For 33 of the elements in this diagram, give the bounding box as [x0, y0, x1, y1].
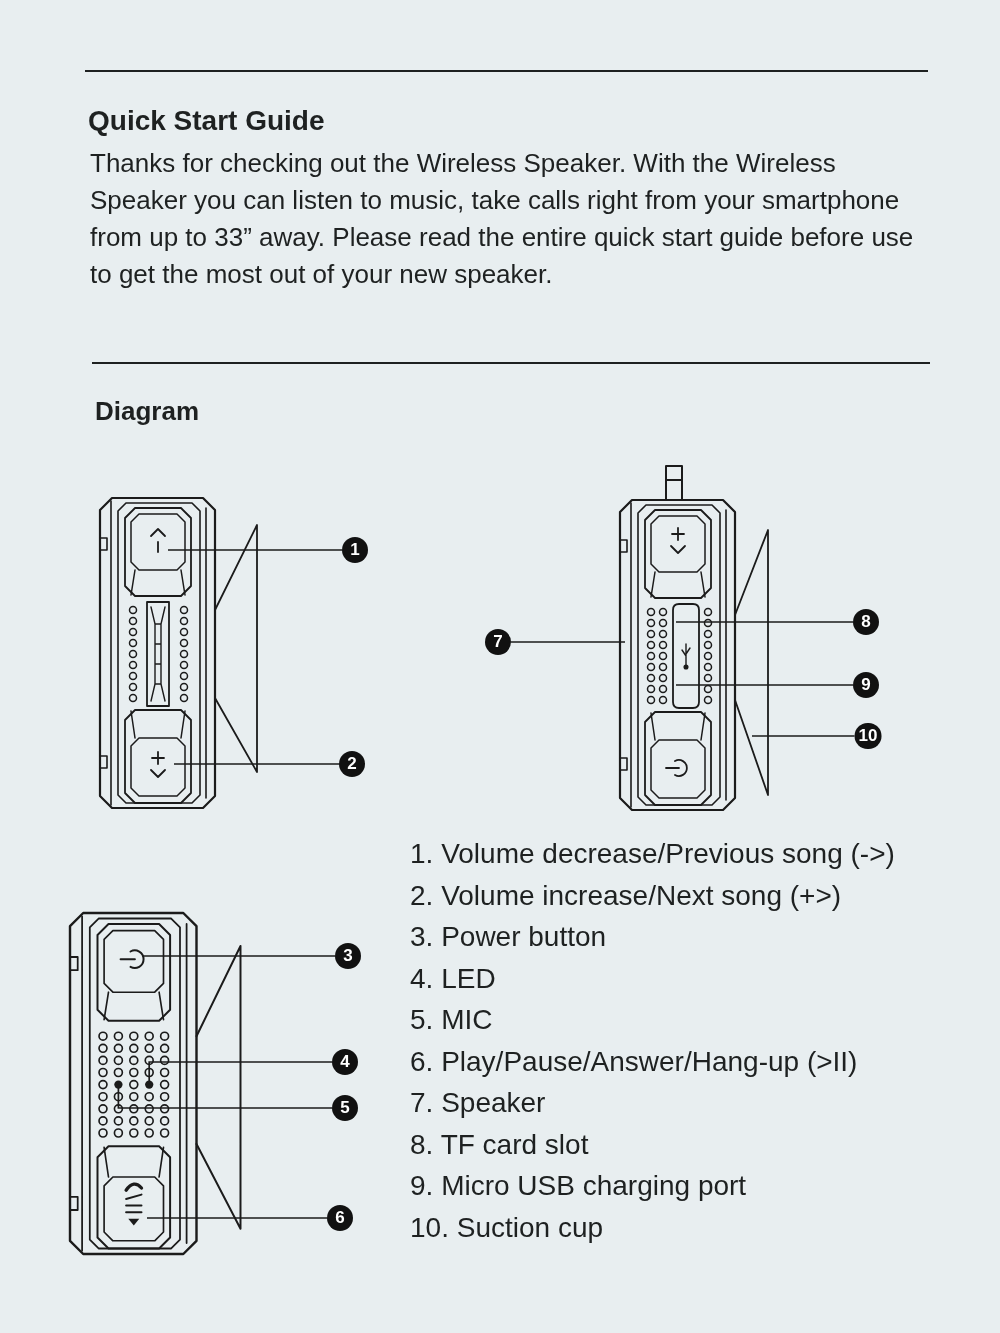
callout-number: 8 [853, 609, 879, 635]
leader-line [510, 641, 626, 643]
callout-number: 2 [339, 751, 365, 777]
parts-list-item: 2. Volume increase/Next song (+>) [410, 878, 842, 913]
callout-number: 5 [332, 1095, 358, 1121]
intro-paragraph: Thanks for checking out the Wireless Speaker. With the Wireless Speaker you can listen to music, take calls right from your smartphone from up to 33” away. Please read the entire quick start guide before use to get the most out of your new speaker. [90, 147, 915, 291]
leader-line [751, 735, 856, 737]
leader-line [145, 1061, 333, 1089]
parts-list-item: 7. Speaker [410, 1086, 546, 1120]
parts-list-item: 10. Suction cup [410, 1210, 604, 1245]
leader-line [146, 1217, 328, 1219]
callout-number: 1 [342, 537, 368, 563]
callout-number: 7 [485, 629, 511, 655]
parts-list-item: 5. MIC [410, 1003, 493, 1037]
parts-list-item: 9. Micro USB charging port [410, 1169, 747, 1203]
leader-line [173, 763, 340, 765]
callout-number: 6 [327, 1205, 353, 1231]
leader-line [141, 955, 336, 957]
guide-title: Quick Start Guide [88, 104, 325, 138]
leader-line [675, 684, 854, 686]
leader-line [167, 549, 343, 551]
parts-list-item: 4. LED [410, 961, 496, 996]
parts-list-item: 3. Power button [410, 920, 607, 954]
callout-number: 9 [853, 672, 879, 698]
parts-list-item: 6. Play/Pause/Answer/Hang-up (>II) [410, 1044, 858, 1079]
callout-number: 3 [335, 943, 361, 969]
parts-list-item: 8. TF card slot [410, 1127, 589, 1162]
leader-line [675, 621, 854, 623]
callout-number: 4 [332, 1049, 358, 1075]
section-heading: Diagram [95, 395, 200, 427]
parts-list-item: 1. Volume decrease/Previous song (->) [410, 837, 895, 871]
leader-line [114, 1080, 333, 1109]
callout-number: 10 [854, 723, 882, 749]
